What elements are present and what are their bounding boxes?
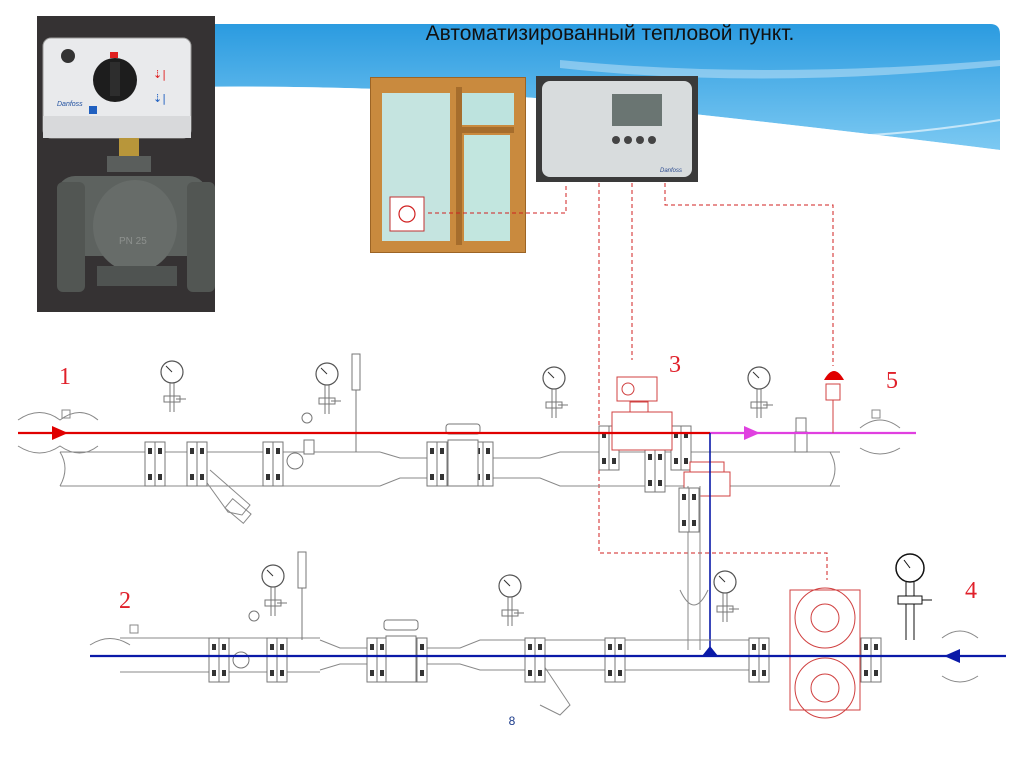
actuator-brand-text: Danfoss bbox=[57, 101, 83, 108]
upper-fittings bbox=[144, 425, 692, 493]
label-2: 2 bbox=[119, 588, 131, 614]
slide-title: Автоматизированный тепловой пункт. bbox=[425, 22, 795, 45]
svg-text:⇣|: ⇣| bbox=[153, 68, 166, 81]
room-sensor-icon bbox=[398, 205, 416, 223]
mixed-arrow-icon bbox=[744, 426, 760, 440]
control-valve-3 bbox=[611, 376, 731, 497]
label-1: 1 bbox=[59, 364, 71, 390]
label-3: 3 bbox=[669, 352, 681, 378]
window-photo bbox=[370, 77, 526, 253]
supply-arrow-icon bbox=[52, 426, 68, 440]
page-number: 8 bbox=[508, 714, 516, 728]
upper-sensors bbox=[286, 353, 808, 487]
circulation-pump-4 bbox=[789, 587, 861, 719]
valve-marking: PN 25 bbox=[119, 236, 147, 247]
actuator-valve-photo: Danfoss ⇣| ⇣| PN 25 bbox=[37, 16, 215, 312]
controller-photo: Danfoss bbox=[536, 76, 698, 182]
flow-sensor-5 bbox=[824, 371, 844, 433]
lower-fittings bbox=[208, 637, 882, 683]
bypass-pipe bbox=[678, 433, 740, 656]
label-5: 5 bbox=[886, 368, 898, 394]
controller-brand-text: Danfoss bbox=[660, 168, 682, 174]
label-4: 4 bbox=[965, 578, 977, 604]
return-arrow-icon bbox=[944, 649, 960, 663]
lower-sensors bbox=[232, 551, 419, 683]
return-gauge bbox=[895, 553, 932, 640]
signal-lines bbox=[428, 183, 834, 580]
svg-text:⇣|: ⇣| bbox=[153, 92, 166, 105]
upper-gauges bbox=[160, 360, 774, 419]
